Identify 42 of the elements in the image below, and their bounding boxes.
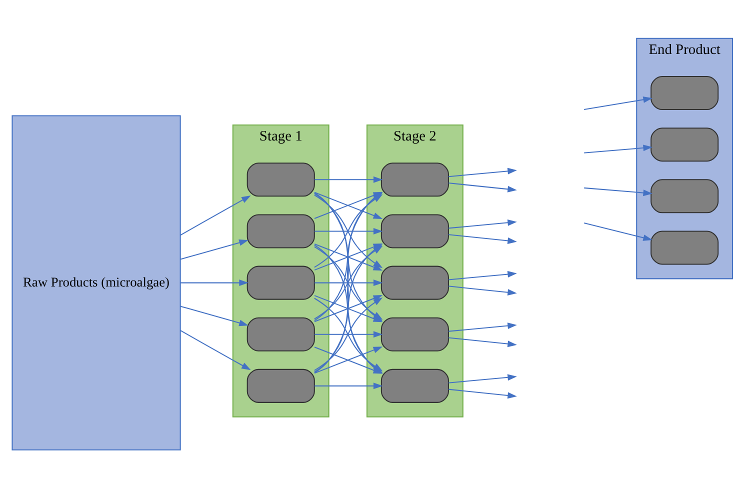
cluster: Stage 1: [232, 124, 330, 417]
arrow: [314, 330, 383, 338]
arrow: [314, 279, 383, 286]
arrow: [448, 322, 517, 332]
node-box: [246, 162, 315, 196]
node-box: [380, 214, 449, 248]
arrow: [180, 239, 248, 260]
arrow: [314, 227, 383, 234]
arrow: [448, 374, 517, 383]
node-box: [246, 214, 315, 248]
arrow: [180, 305, 248, 326]
arrow: [448, 270, 517, 280]
node-box: [380, 265, 449, 300]
arrow: [584, 222, 652, 240]
node-box: [650, 76, 719, 110]
node-box: [246, 368, 315, 402]
arrow: [448, 167, 517, 177]
node-box: [650, 127, 719, 162]
arrow: [180, 279, 248, 286]
cluster: Stage 2: [366, 124, 464, 417]
arrow: [584, 96, 653, 110]
arrow: [314, 382, 383, 389]
node-box: [380, 316, 449, 351]
arrow: [180, 194, 251, 236]
node-box: [650, 230, 719, 264]
arrow: [584, 144, 653, 153]
arrow: [448, 234, 517, 244]
node-box: [246, 316, 315, 351]
arrow: [448, 182, 517, 192]
arrow: [448, 388, 517, 398]
node-box: [246, 265, 315, 300]
node-box: [380, 368, 449, 402]
arrow: [314, 176, 383, 182]
node-box: [650, 178, 719, 213]
arrow: [584, 186, 653, 196]
arrow: [448, 285, 517, 296]
arrow: [180, 330, 251, 370]
node-box: [380, 162, 449, 196]
arrow: [448, 218, 517, 228]
arrow: [448, 336, 517, 347]
node-box: Raw Products (microalgae): [12, 114, 181, 450]
cluster: End Product: [636, 37, 734, 279]
